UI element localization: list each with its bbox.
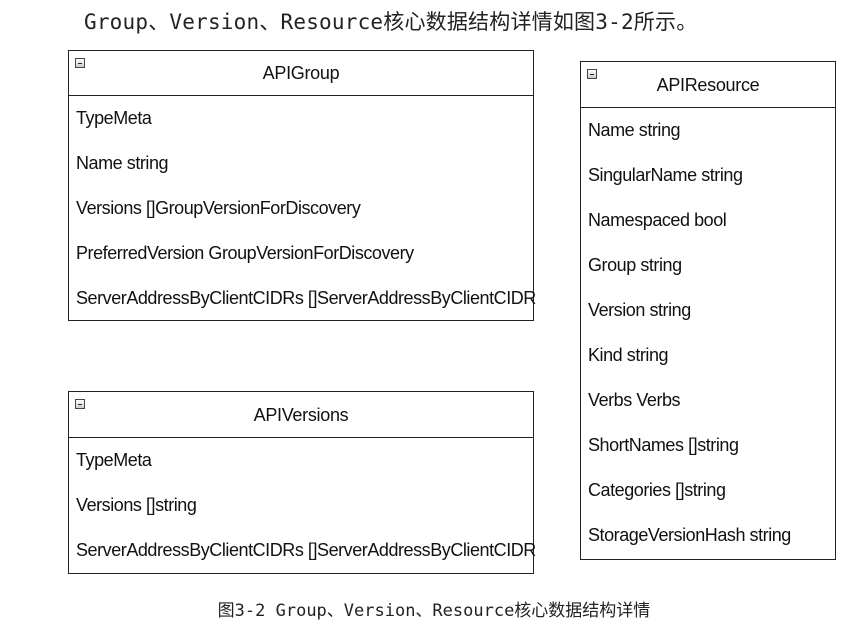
field-versions: Versions []GroupVersionForDiscovery	[76, 198, 361, 218]
apiresource-fields: Name string SingularName string Namespac…	[581, 108, 835, 558]
field-singular-name: SingularName string	[588, 165, 743, 185]
field-short-names: ShortNames []string	[588, 435, 739, 455]
field-name: Name string	[588, 120, 681, 140]
figure-caption: 图3-2 Group、Version、Resource核心数据结构详情	[217, 601, 651, 621]
field-storage-version-hash: StorageVersionHash string	[588, 525, 791, 545]
field-typemeta: TypeMeta	[76, 450, 152, 470]
collapse-icon[interactable]	[75, 399, 85, 409]
collapse-icon[interactable]	[587, 69, 597, 79]
collapse-icon[interactable]	[75, 58, 85, 68]
apiversions-header: APIVersions	[69, 392, 533, 438]
field-kind: Kind string	[588, 345, 669, 365]
apiversions-class-box: APIVersions TypeMeta Versions []string S…	[68, 391, 536, 574]
apiresource-class-box: APIResource Name string SingularName str…	[580, 61, 836, 560]
intro-paragraph: Group、Version、Resource核心数据结构详情如图3-2所示。	[84, 10, 698, 34]
apiresource-header: APIResource	[581, 62, 835, 108]
field-typemeta: TypeMeta	[76, 108, 152, 128]
field-preferred-version: PreferredVersion GroupVersionForDiscover…	[76, 243, 414, 263]
apigroup-header: APIGroup	[69, 51, 533, 96]
apigroup-fields: TypeMeta Name string Versions []GroupVer…	[69, 96, 536, 321]
field-version: Version string	[588, 300, 691, 320]
field-categories: Categories []string	[588, 480, 726, 500]
field-name: Name string	[76, 153, 169, 173]
field-group: Group string	[588, 255, 682, 275]
apigroup-title: APIGroup	[262, 63, 340, 83]
field-server-address: ServerAddressByClientCIDRs []ServerAddre…	[76, 288, 536, 308]
apiversions-fields: TypeMeta Versions []string ServerAddress…	[69, 438, 536, 573]
apiversions-title: APIVersions	[253, 405, 349, 425]
field-namespaced: Namespaced bool	[588, 210, 727, 230]
field-versions: Versions []string	[76, 495, 197, 515]
field-server-address: ServerAddressByClientCIDRs []ServerAddre…	[76, 540, 536, 560]
apiresource-title: APIResource	[656, 75, 760, 95]
apigroup-class-box: APIGroup TypeMeta Name string Versions […	[68, 50, 536, 321]
field-verbs: Verbs Verbs	[588, 390, 681, 410]
